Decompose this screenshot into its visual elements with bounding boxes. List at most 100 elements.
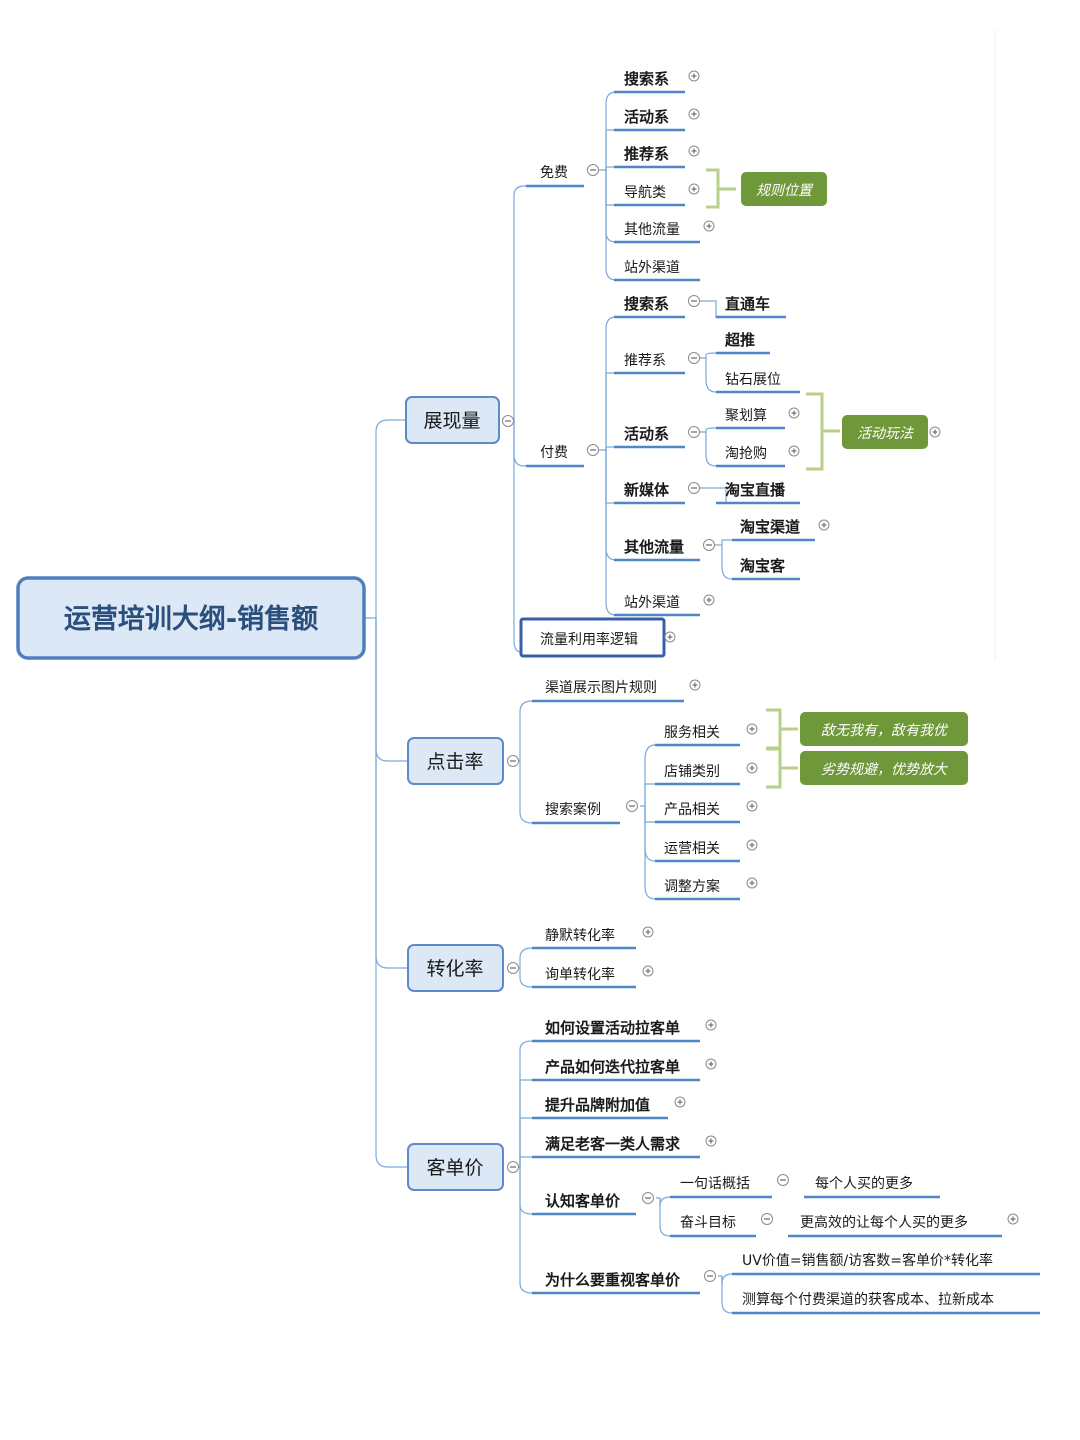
expand-icon[interactable] <box>746 839 758 851</box>
paid-recommend-child-1: 超推 <box>724 331 755 349</box>
traffic-logic-node[interactable] <box>519 617 666 658</box>
expand-icon[interactable] <box>705 1135 717 1147</box>
aov-item-4: 满足老客一类人需求 <box>545 1135 681 1153</box>
paid-recommend: 推荐系 <box>624 353 666 369</box>
aov-item-3: 提升品牌附加值 <box>545 1096 650 1114</box>
collapse-icon[interactable] <box>688 352 700 364</box>
expand-icon[interactable] <box>688 70 700 82</box>
expand-icon[interactable] <box>1007 1213 1019 1225</box>
paid-label: 付费 <box>540 445 568 461</box>
underlines <box>526 90 1040 1315</box>
paid-other-child-2: 淘宝客 <box>739 557 786 575</box>
paid-activity-child-2: 淘抢购 <box>725 445 767 462</box>
ctr-case-service: 服务相关 <box>664 725 720 741</box>
paid-search: 搜索系 <box>624 295 669 313</box>
root-node[interactable] <box>16 576 366 660</box>
collapse-icon[interactable] <box>502 415 514 427</box>
branch-aov-node[interactable] <box>407 1143 504 1191</box>
expand-icon[interactable] <box>688 183 700 195</box>
collapse-icon[interactable] <box>507 1161 519 1173</box>
paid-activity: 活动系 <box>624 425 669 443</box>
expand-icon[interactable] <box>818 519 830 531</box>
branch-conversion-label: 转化率 <box>426 958 483 980</box>
expand-icon[interactable] <box>746 723 758 735</box>
aov-summary-child: 每个人买的更多 <box>815 1175 913 1192</box>
branch-exposure-label: 展现量 <box>423 410 480 432</box>
paid-activity-child-1: 聚划算 <box>725 408 767 424</box>
conv-silent: 静默转化率 <box>545 927 615 944</box>
ctr-search-case: 搜索案例 <box>545 801 601 818</box>
ctr-case-store: 店铺类别 <box>664 764 720 780</box>
expand-icon[interactable] <box>703 220 715 232</box>
collapse-icon[interactable] <box>688 426 700 438</box>
paid-media-child: 淘宝直播 <box>724 481 786 499</box>
toggles <box>502 70 1019 1282</box>
collapse-icon[interactable] <box>777 1174 789 1186</box>
brackets <box>706 168 840 789</box>
paid-media: 新媒体 <box>624 481 670 499</box>
branch-aov-label: 客单价 <box>426 1157 483 1179</box>
expand-icon[interactable] <box>689 679 701 691</box>
aov-summary: 一句话概括 <box>680 1176 750 1192</box>
expand-icon[interactable] <box>746 800 758 812</box>
conv-inquiry: 询单转化率 <box>545 966 615 983</box>
collapse-icon[interactable] <box>587 444 599 456</box>
expand-icon[interactable] <box>703 594 715 606</box>
ctr-channel-rule: 渠道展示图片规则 <box>545 680 657 696</box>
tag-competitive-label: 敌无我有，敌有我优 <box>821 723 949 739</box>
expand-icon[interactable] <box>929 426 941 438</box>
expand-icon[interactable] <box>674 1096 686 1108</box>
branch-ctr-node[interactable] <box>407 737 504 785</box>
aov-why: 为什么要重视客单价 <box>545 1271 681 1289</box>
collapse-icon[interactable] <box>507 962 519 974</box>
tag-rule-position[interactable] <box>741 172 827 206</box>
aov-goal-child: 更高效的让每个人买的更多 <box>800 1214 968 1231</box>
expand-icon[interactable] <box>688 145 700 157</box>
collapse-icon[interactable] <box>761 1213 773 1225</box>
expand-icon[interactable] <box>705 1058 717 1070</box>
connectors <box>365 91 733 1314</box>
ctr-case-product: 产品相关 <box>664 802 720 818</box>
collapse-icon[interactable] <box>626 800 638 812</box>
tag-rule-position-label: 规则位置 <box>756 183 814 199</box>
aov-goal: 奋斗目标 <box>680 1215 736 1231</box>
paid-offsite: 站外渠道 <box>624 595 680 611</box>
collapse-icon[interactable] <box>587 164 599 176</box>
branch-conversion-node[interactable] <box>407 944 504 992</box>
paid-other-child-1: 淘宝渠道 <box>739 518 800 536</box>
aov-why-child-2: 测算每个付费渠道的获客成本、拉新成本 <box>742 1291 994 1308</box>
free-item-activity: 活动系 <box>624 108 669 126</box>
collapse-icon[interactable] <box>703 539 715 551</box>
tag-strength-label: 劣势规避，优势放大 <box>821 762 949 778</box>
branch-exposure-node[interactable] <box>405 396 500 444</box>
expand-icon[interactable] <box>746 762 758 774</box>
free-item-nav: 导航类 <box>624 185 666 201</box>
collapse-icon[interactable] <box>688 295 700 307</box>
tag-competitive[interactable] <box>800 712 968 746</box>
expand-icon[interactable] <box>705 1019 717 1031</box>
free-item-other: 其他流量 <box>624 222 680 238</box>
collapse-icon[interactable] <box>507 755 519 767</box>
tag-activity-play[interactable] <box>842 415 928 449</box>
expand-icon[interactable] <box>642 926 654 938</box>
collapse-icon[interactable] <box>688 482 700 494</box>
aov-item-2: 产品如何迭代拉客单 <box>545 1058 680 1076</box>
paid-search-child: 直通车 <box>725 295 770 313</box>
free-item-recommend: 推荐系 <box>624 145 669 163</box>
collapse-icon[interactable] <box>642 1192 654 1204</box>
aov-why-child-1: UV价值=销售额/访客数=客单价*转化率 <box>742 1252 993 1269</box>
root-title: 运营培训大纲-销售额 <box>64 603 318 635</box>
tag-activity-play-label: 活动玩法 <box>857 426 914 442</box>
tag-strength[interactable] <box>800 751 968 785</box>
expand-icon[interactable] <box>642 965 654 977</box>
ctr-case-adjust: 调整方案 <box>664 878 720 895</box>
expand-icon[interactable] <box>746 877 758 889</box>
expand-icon[interactable] <box>664 631 676 643</box>
aov-item-1: 如何设置活动拉客单 <box>545 1019 680 1037</box>
expand-icon[interactable] <box>688 108 700 120</box>
expand-icon[interactable] <box>788 407 800 419</box>
branch-ctr-label: 点击率 <box>426 751 483 773</box>
collapse-icon[interactable] <box>704 1270 716 1282</box>
expand-icon[interactable] <box>788 445 800 457</box>
